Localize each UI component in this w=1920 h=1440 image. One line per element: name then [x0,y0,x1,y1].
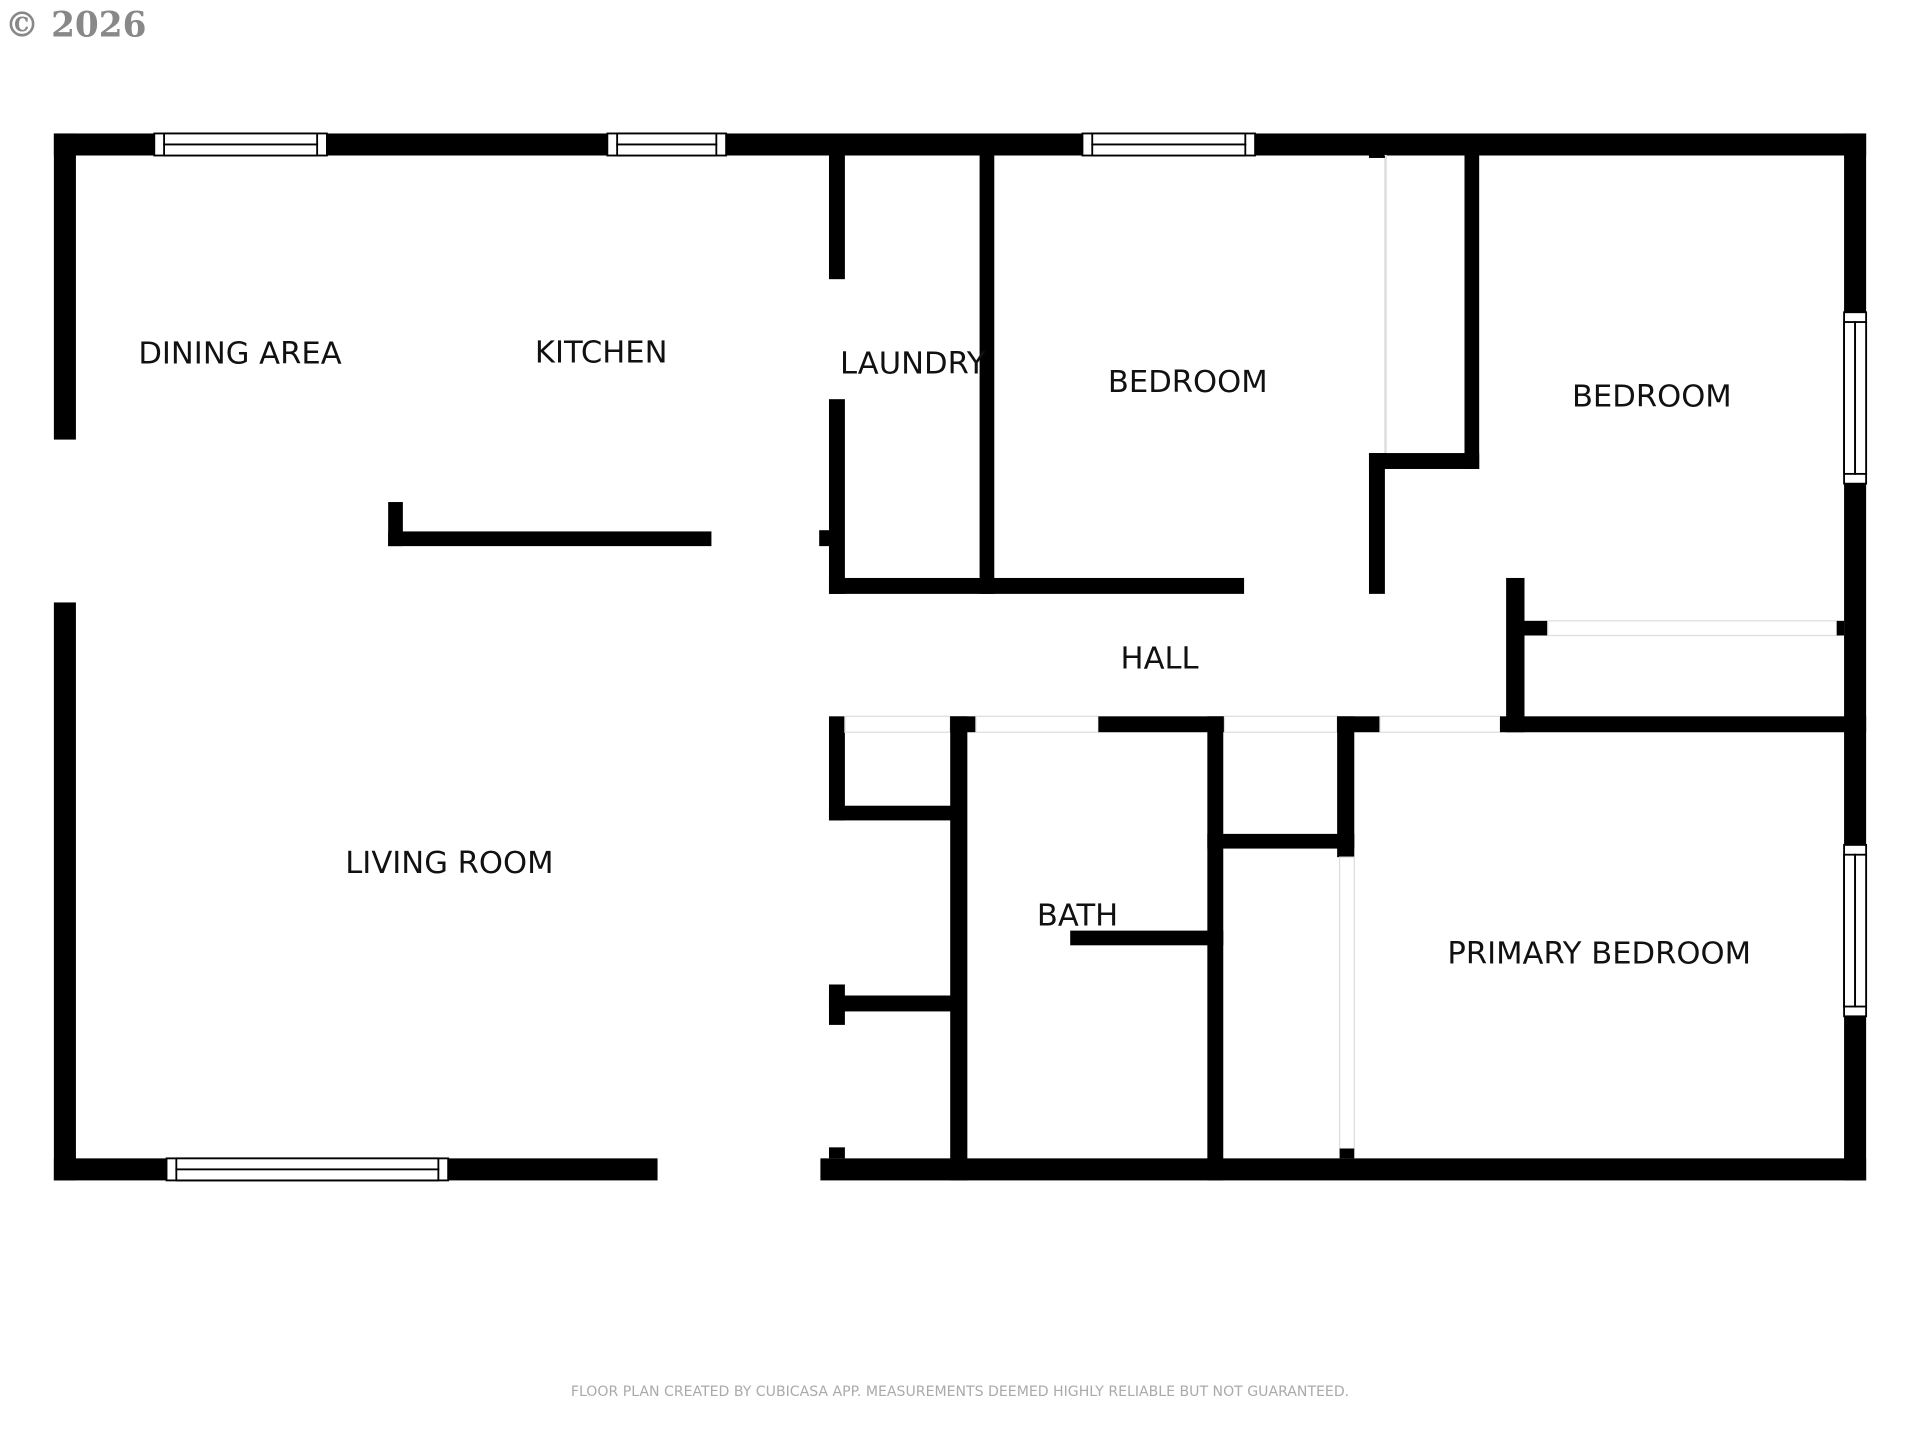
room-label-bath: BATH [1037,899,1118,934]
interior-walls [388,154,1867,1181]
window [1843,311,1868,485]
window [1081,132,1257,157]
room-label-dining-area: DINING AREA [138,337,341,372]
room-label-living-room: LIVING ROOM [345,846,553,881]
window [153,132,328,157]
room-label-kitchen: KITCHEN [535,335,668,370]
room-label-laundry: LAUNDRY [840,346,986,381]
room-label-hall: HALL [1121,642,1199,677]
window [165,1157,450,1182]
copyright: © 2026 [5,6,147,46]
room-label-bedroom: BEDROOM [1572,380,1732,415]
window [1843,843,1868,1018]
room-label-primary-bedroom: PRIMARY BEDROOM [1447,937,1751,972]
window [606,132,728,157]
windows [153,132,1868,1182]
room-label-bedroom: BEDROOM [1108,365,1268,400]
disclaimer-footer: FLOOR PLAN CREATED BY CUBICASA APP. MEAS… [571,1384,1349,1400]
